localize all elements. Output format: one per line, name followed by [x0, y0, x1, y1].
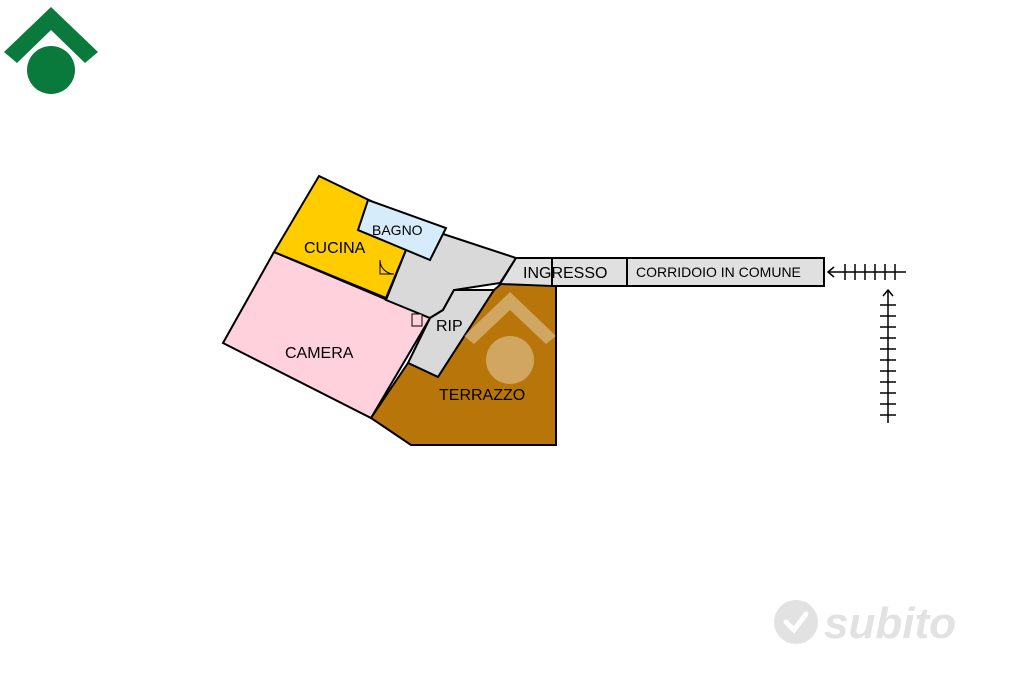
watermark-house-icon [464, 292, 556, 384]
door-arc [379, 259, 395, 275]
label-camera: CAMERA [285, 345, 354, 362]
label-cucina: CUCINA [304, 240, 366, 257]
label-rip: RIP [436, 318, 463, 335]
watermark-text: subito [824, 599, 956, 648]
vertical-arrow-icon [880, 288, 896, 423]
brand-logo-icon [4, 7, 98, 94]
room-terrazzo [369, 283, 557, 446]
wall-segment [411, 313, 423, 327]
corridor-common [626, 257, 825, 287]
entry-arrow-icon [826, 264, 906, 280]
subito-watermark-icon: subito [774, 599, 956, 648]
label-terrazzo: TERRAZZO [439, 387, 525, 404]
room-bagno [356, 198, 448, 262]
ingresso-label-box [551, 257, 628, 287]
label-bagno: BAGNO [372, 222, 423, 238]
label-ingresso: INGRESSO [523, 265, 607, 282]
label-corridoio: CORRIDOIO IN COMUNE [636, 264, 801, 280]
